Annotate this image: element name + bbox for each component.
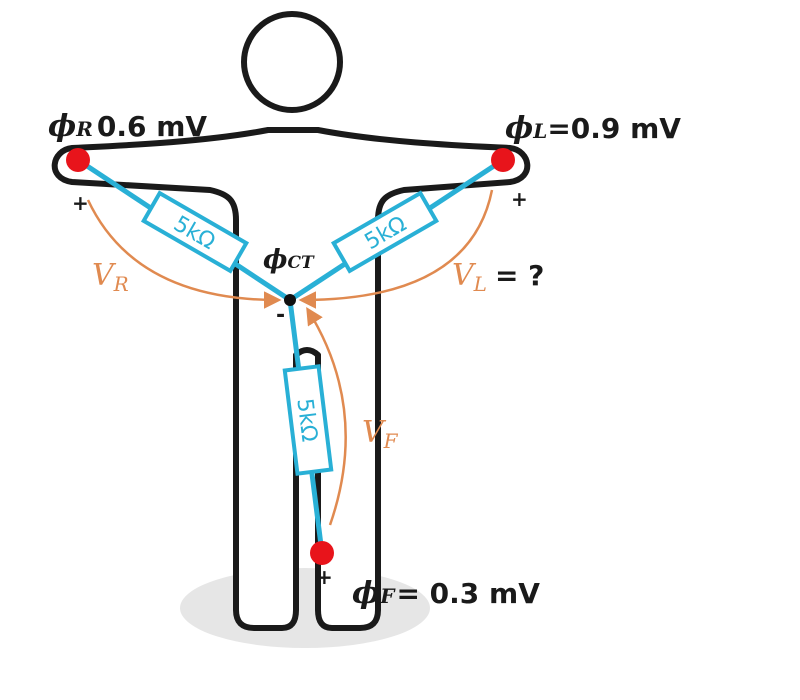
label-phi-ct: ϕCT	[263, 245, 315, 275]
resistor-left: 5kΩ	[330, 190, 440, 274]
sign-plus-left: +	[511, 187, 528, 211]
resistor-foot-label: 5kΩ	[291, 397, 321, 443]
electrode-left-arm	[491, 148, 515, 172]
sign-minus-center: -	[276, 303, 285, 328]
label-phi-f: ϕF= 0.3 mV	[352, 576, 540, 611]
label-vl: VL= ?	[452, 258, 544, 296]
ground-shadow	[180, 568, 430, 648]
electrode-right-arm	[66, 148, 90, 172]
sign-plus-foot: +	[316, 565, 333, 589]
label-vf: VF	[362, 415, 399, 453]
label-vr: VR	[92, 258, 129, 296]
arrow-vr	[86, 199, 282, 309]
label-phi-l: ϕL=0.9 mV	[505, 111, 681, 146]
resistor-foot: 5kΩ	[282, 364, 334, 476]
figure-head	[241, 11, 343, 113]
central-terminal-node	[284, 294, 296, 306]
sign-plus-right: +	[72, 191, 89, 215]
electrode-foot	[310, 541, 334, 565]
arrow-vf	[306, 307, 347, 526]
arrow-vl	[298, 189, 494, 309]
